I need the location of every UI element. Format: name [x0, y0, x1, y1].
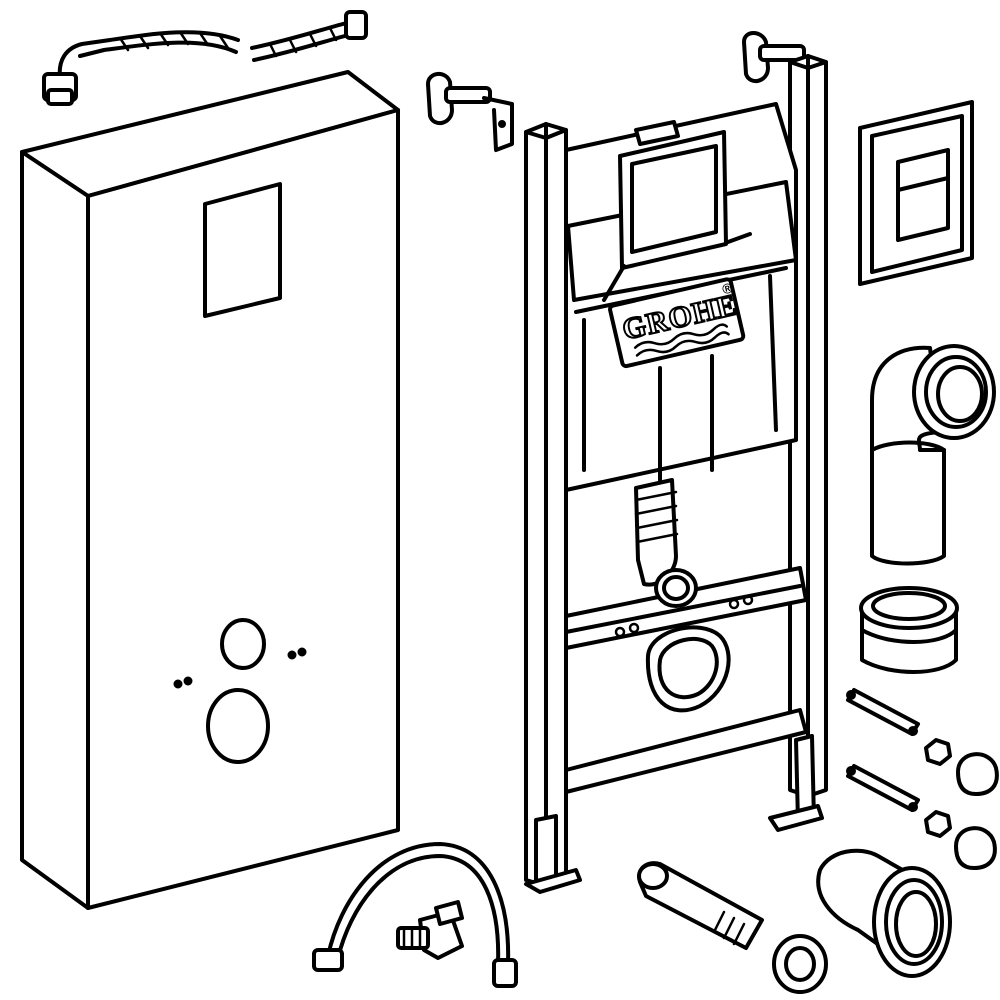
registered-mark: ® — [721, 279, 735, 297]
flush-plate — [858, 100, 974, 286]
wall-bracket-left — [426, 72, 514, 152]
fixing-studs-set-1 — [846, 688, 999, 796]
sealing-sleeve — [859, 586, 959, 674]
braided-hose-top — [42, 10, 368, 106]
flush-plate-cutout — [203, 182, 282, 318]
flush-button — [896, 148, 950, 242]
wall-bracket-right — [742, 31, 806, 84]
large-pipe-hole — [206, 688, 270, 764]
cover-panel — [20, 70, 400, 910]
actuator-housing — [618, 130, 728, 270]
flush-pipe-connector — [637, 861, 828, 994]
brand-logo-badge: GROHE ® — [608, 277, 746, 369]
pan-connector-bend — [870, 344, 996, 566]
supply-hose-with-valve — [312, 842, 518, 988]
installation-frame — [524, 54, 828, 894]
small-pipe-hole — [220, 618, 266, 670]
fixing-studs-set-2 — [846, 764, 997, 870]
pan-connector-straight — [816, 848, 952, 978]
